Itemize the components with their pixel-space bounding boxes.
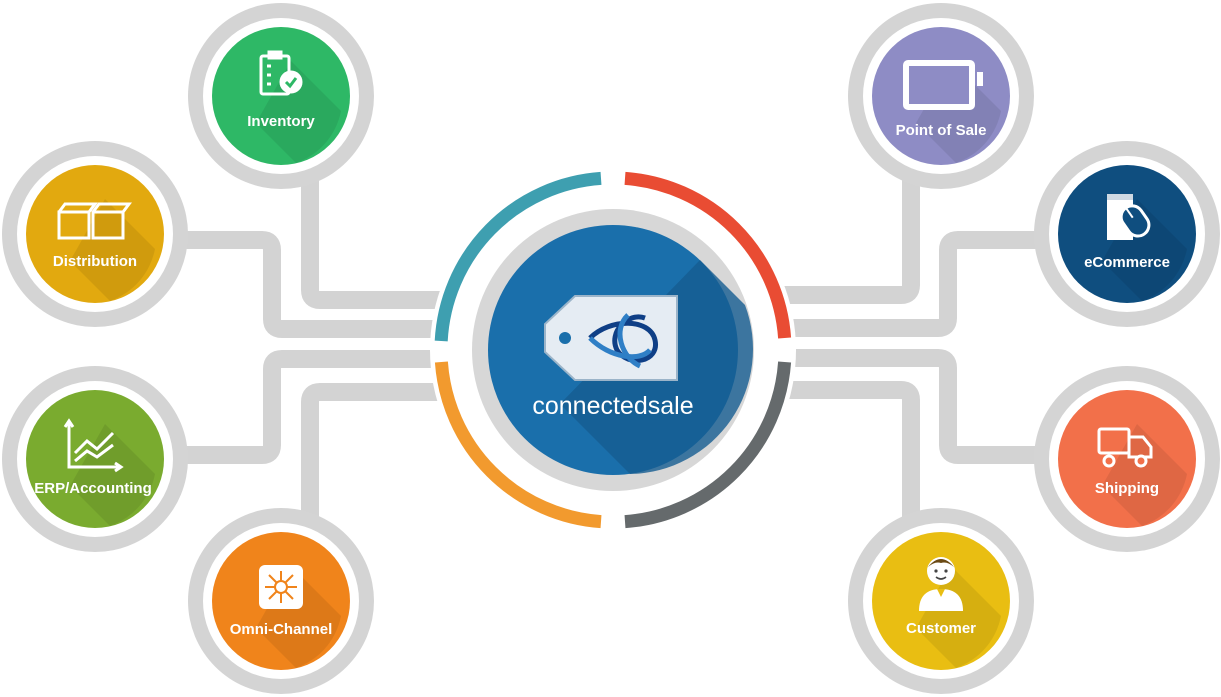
person-icon	[919, 557, 963, 611]
node-label-shipping: Shipping	[1095, 480, 1159, 497]
connector-omni	[301, 383, 470, 520]
node-inventory[interactable]: Inventory	[188, 3, 374, 189]
tag-hole	[559, 332, 571, 344]
hub: connectedsale	[430, 167, 796, 533]
node-erp[interactable]: ERP/Accounting	[2, 366, 188, 552]
node-label-ecommerce: eCommerce	[1084, 254, 1170, 271]
mouse-book-icon	[1107, 194, 1151, 240]
connector-pos	[750, 160, 920, 304]
ring-segment-gray	[624, 361, 792, 529]
hub-ring	[434, 171, 792, 529]
connector-erp	[180, 350, 470, 464]
node-disc	[212, 27, 350, 165]
trinity-knot-icon	[588, 313, 658, 369]
node-shadow	[256, 61, 341, 163]
node-omni[interactable]: Omni-Channel	[188, 508, 374, 694]
node-label-distribution: Distribution	[53, 253, 137, 270]
connector-distribution	[180, 231, 470, 338]
node-label-inventory: Inventory	[247, 113, 315, 130]
node-shadow	[1102, 424, 1187, 526]
truck-icon	[1097, 427, 1153, 468]
node-ecommerce[interactable]: eCommerce	[1034, 141, 1220, 327]
node-shadow	[70, 199, 155, 301]
ring-segment-teal	[434, 171, 602, 342]
node-distribution[interactable]: Distribution	[2, 141, 188, 327]
node-label-pos: Point of Sale	[896, 122, 987, 139]
node-label-omni: Omni-Channel	[230, 621, 333, 638]
node-label-customer: Customer	[906, 620, 976, 637]
connectors	[180, 160, 1040, 520]
ring-segment-red	[624, 171, 792, 339]
ring-segment-orange	[434, 361, 602, 529]
clipboard-check-icon	[259, 50, 303, 96]
node-disc	[26, 165, 164, 303]
connector-customer	[750, 381, 920, 520]
connector-ecommerce	[750, 231, 1040, 337]
node-customer[interactable]: Customer	[848, 508, 1034, 694]
node-disc	[26, 390, 164, 528]
hub-network-icon	[259, 565, 303, 609]
line-chart-icon	[63, 418, 124, 473]
brand-name: connectedsale	[532, 392, 693, 420]
connector-inventory	[301, 160, 470, 309]
boxes-icon	[57, 202, 132, 240]
node-label-erp: ERP/Accounting	[34, 480, 152, 497]
node-shipping[interactable]: Shipping	[1034, 366, 1220, 552]
tablet-icon	[903, 60, 983, 110]
brand-logo	[544, 295, 678, 381]
node-pos[interactable]: Point of Sale	[848, 3, 1034, 189]
node-shadow	[70, 424, 155, 526]
node-disc	[1058, 390, 1196, 528]
connector-shipping	[750, 349, 1040, 464]
